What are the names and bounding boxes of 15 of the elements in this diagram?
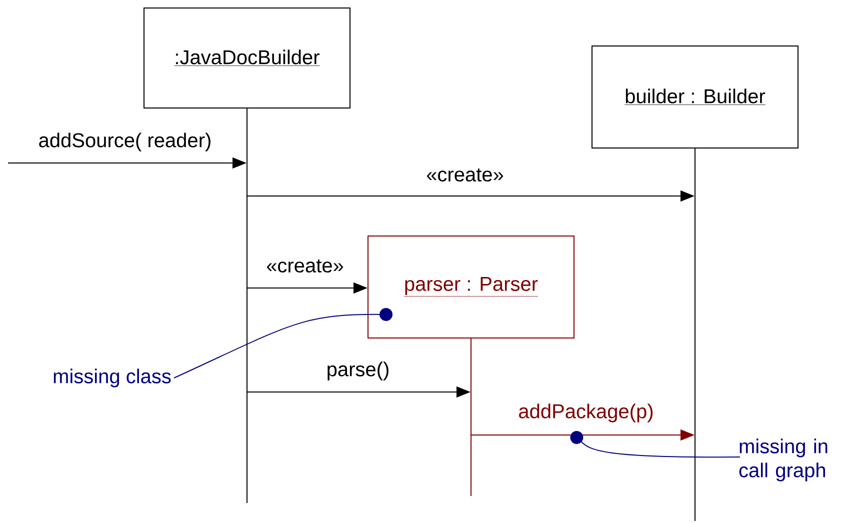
message-label: addPackage(p) xyxy=(519,404,653,422)
lifeline xyxy=(694,148,696,522)
message-label: addSource( reader) xyxy=(39,132,210,152)
lifeline xyxy=(246,108,248,504)
object-box: :JavaDocBuilder xyxy=(144,8,350,108)
object-box: builder : Builder xyxy=(592,46,798,148)
message-label: parse() xyxy=(328,362,388,380)
note-text: missing class xyxy=(54,368,171,388)
leader-line xyxy=(570,430,740,458)
message-label: «create» xyxy=(426,168,504,182)
message-label: «create» xyxy=(266,259,344,273)
lifeline xyxy=(470,338,472,496)
object-box: parser : Parser xyxy=(368,236,574,338)
leader-line xyxy=(173,308,392,378)
note-text: missing in call graph xyxy=(739,438,828,482)
